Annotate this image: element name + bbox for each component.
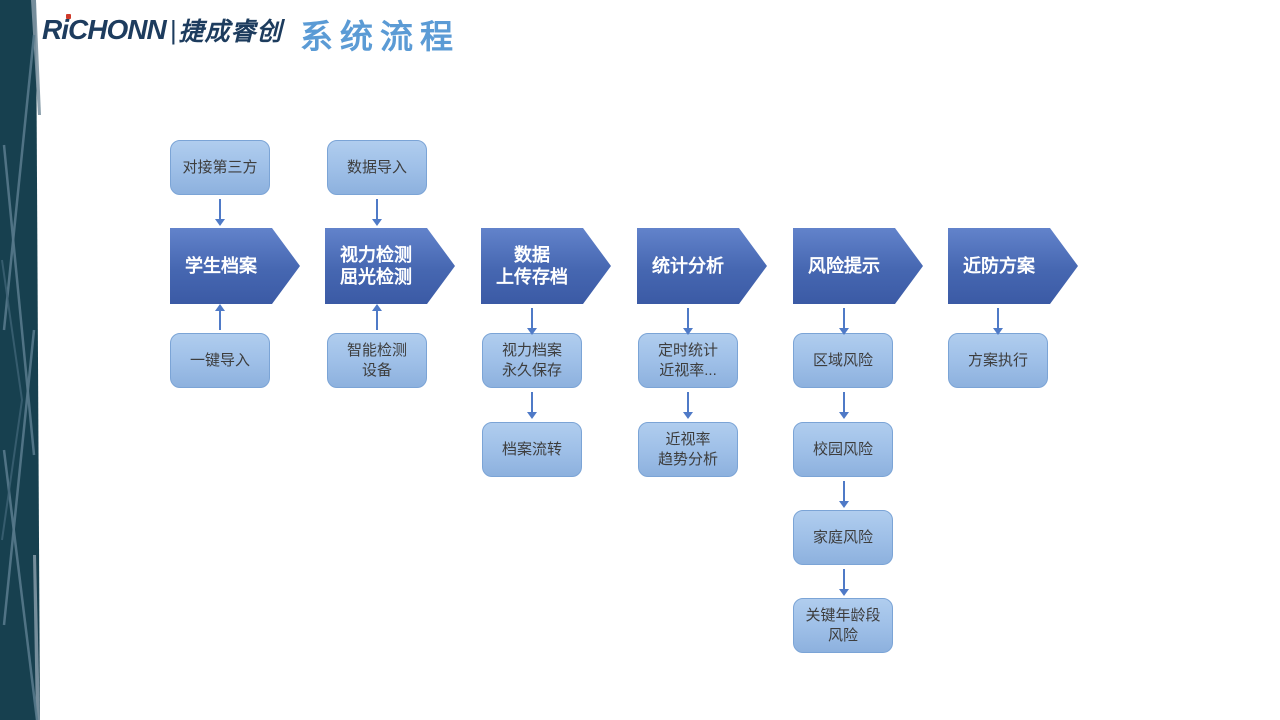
brand-logo-chinese-name: 捷成睿创 xyxy=(178,18,283,46)
box-myopia-trend-analysis: 近视率 趋势分析 xyxy=(638,422,738,477)
box-smart-detection-devices: 智能检测 设备 xyxy=(327,333,427,388)
stage-statistical-analysis: 统计分析 xyxy=(637,228,767,304)
brand-logo: RiCHONN | 捷成睿创 xyxy=(42,11,282,49)
stage-data-upload-archive: 数据 上传存档 xyxy=(481,228,611,304)
stage-risk-alert: 风险提示 xyxy=(793,228,923,304)
stage-myopia-prevention-plan: 近防方案 xyxy=(948,228,1078,304)
box-scheduled-myopia-stats: 定时统计 近视率... xyxy=(638,333,738,388)
connector-arrow-data-import-to-stage xyxy=(372,199,382,226)
logo-i-dot-icon xyxy=(66,14,71,19)
connector-arrow-risk-to-region xyxy=(839,308,849,335)
connector-arrow-scheduled-to-trend xyxy=(683,392,693,419)
box-data-import: 数据导入 xyxy=(327,140,427,195)
connector-arrow-region-to-school xyxy=(839,392,849,419)
box-archive-circulation: 档案流转 xyxy=(482,422,582,477)
connector-arrow-devices-to-stage xyxy=(372,304,382,330)
brand-logo-divider: | xyxy=(169,14,177,45)
brand-logo-wordmark: RiCHONN xyxy=(42,14,167,45)
box-third-party-integration: 对接第三方 xyxy=(170,140,270,195)
connector-arrow-archive-to-circulation xyxy=(527,392,537,419)
page-title: 系统流程 xyxy=(300,18,460,55)
connector-arrow-stats-to-scheduled xyxy=(683,308,693,335)
box-plan-execution: 方案执行 xyxy=(948,333,1048,388)
box-key-age-group-risk: 关键年龄段 风险 xyxy=(793,598,893,653)
stage-student-archive: 学生档案 xyxy=(170,228,300,304)
sidebar-decoration xyxy=(0,0,41,720)
box-one-click-import: 一键导入 xyxy=(170,333,270,388)
box-family-risk: 家庭风险 xyxy=(793,510,893,565)
connector-arrow-third-party-to-stage xyxy=(215,199,225,226)
connector-arrow-plan-to-execution xyxy=(993,308,1003,335)
connector-arrow-upload-to-archive xyxy=(527,308,537,335)
stage-vision-refraction-check: 视力检测 屈光检测 xyxy=(325,228,455,304)
box-school-risk: 校园风险 xyxy=(793,422,893,477)
box-region-risk: 区域风险 xyxy=(793,333,893,388)
connector-arrow-one-click-to-stage xyxy=(215,304,225,330)
box-vision-archive-permanent: 视力档案 永久保存 xyxy=(482,333,582,388)
connector-arrow-school-to-family xyxy=(839,481,849,508)
connector-arrow-family-to-key-age xyxy=(839,569,849,596)
